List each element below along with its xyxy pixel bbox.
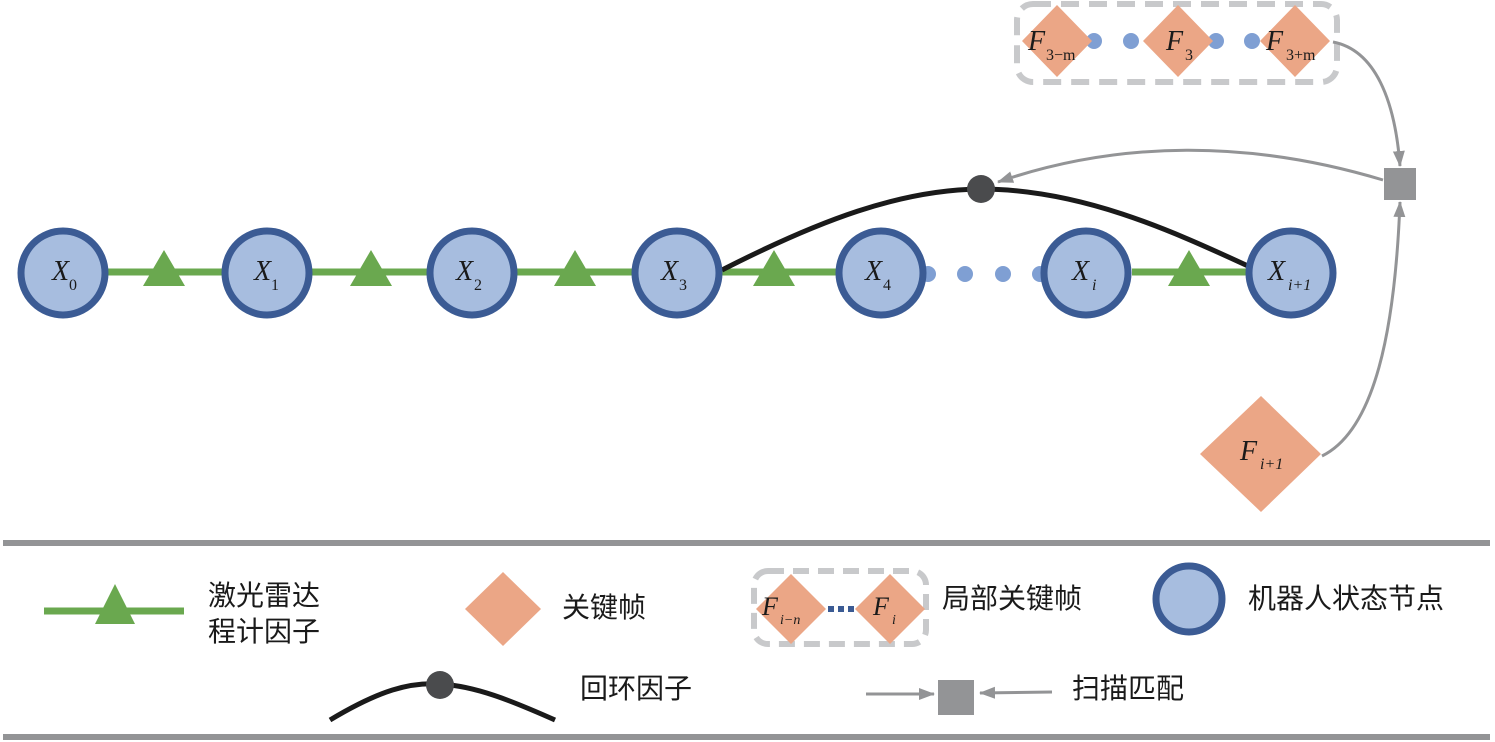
legend-label: 扫描匹配 bbox=[1072, 672, 1184, 705]
lidar-odometry-factor-icon bbox=[753, 250, 795, 286]
legend-local-keyframes: F i−n F i 局部关键帧 bbox=[751, 568, 1082, 647]
legend-scan-matching: 扫描匹配 bbox=[866, 672, 1184, 715]
keyframe-subscript: 3 bbox=[1185, 47, 1193, 64]
dot bbox=[957, 266, 973, 282]
scan-matching-square[interactable] bbox=[1384, 168, 1416, 200]
keyframe-diamond-icon bbox=[855, 574, 925, 644]
state-node-icon bbox=[1152, 562, 1226, 636]
scan-matching-square-icon bbox=[938, 680, 974, 715]
legend-label: 程计因子 bbox=[208, 615, 320, 648]
node-label: X bbox=[1071, 256, 1090, 287]
keyframe-fi-plus-1[interactable]: F i+1 bbox=[1200, 396, 1321, 512]
node-label: X bbox=[1267, 256, 1286, 287]
legend-lidar-odometry: 激光雷达 程计因子 bbox=[44, 579, 320, 648]
lidar-odometry-factor-icon bbox=[350, 250, 392, 286]
state-node-x1[interactable]: X 1 bbox=[221, 227, 313, 319]
top-divider bbox=[3, 540, 1490, 546]
node-subscript: 0 bbox=[69, 277, 77, 294]
legend-robot-state: 机器人状态节点 bbox=[1152, 562, 1444, 636]
dot bbox=[1208, 33, 1224, 49]
legend-label: 关键帧 bbox=[562, 591, 646, 624]
legend-math-sub: i−n bbox=[780, 613, 800, 628]
node-subscript: 4 bbox=[883, 277, 891, 294]
dot bbox=[1123, 33, 1139, 49]
lidar-odometry-factor-icon bbox=[143, 250, 185, 286]
state-node-x2[interactable]: X 2 bbox=[426, 227, 518, 319]
legend-label: 回环因子 bbox=[580, 672, 692, 705]
legend-keyframe: 关键帧 bbox=[465, 572, 646, 646]
keyframe-label: F bbox=[1027, 26, 1046, 57]
node-subscript: 1 bbox=[271, 277, 279, 294]
bottom-divider bbox=[3, 734, 1490, 740]
dot bbox=[1244, 33, 1260, 49]
keyframe-subscript: i+1 bbox=[1260, 456, 1283, 473]
state-node-x4[interactable]: X 4 bbox=[835, 227, 927, 319]
legend: 激光雷达 程计因子 关键帧 F i−n F i 局部关键帧 机器人状态节点 bbox=[44, 562, 1444, 723]
legend-math-sub: i bbox=[892, 613, 896, 628]
node-subscript: 3 bbox=[679, 277, 687, 294]
arrow-current-to-scan bbox=[1321, 201, 1406, 458]
node-subscript: i bbox=[1092, 277, 1096, 294]
node-label: X bbox=[51, 256, 70, 287]
keyframe-subscript: 3+m bbox=[1286, 47, 1316, 64]
local-keyframes-box-icon bbox=[751, 568, 929, 647]
keyframe-label: F bbox=[1239, 436, 1258, 467]
node-subscript: i+1 bbox=[1288, 277, 1311, 294]
legend-math: F bbox=[872, 592, 890, 621]
state-node-xi[interactable]: X i bbox=[1040, 227, 1132, 319]
keyframe-f3-minus-m[interactable]: F 3−m bbox=[1022, 5, 1092, 77]
legend-label: 局部关键帧 bbox=[942, 582, 1082, 615]
node-subscript: 2 bbox=[474, 277, 482, 294]
lidar-odometry-factor-icon bbox=[1168, 250, 1210, 286]
loop-dot-icon bbox=[426, 671, 454, 699]
keyframe-diamond-icon bbox=[756, 574, 826, 644]
loop-factor-dot[interactable] bbox=[967, 175, 995, 203]
node-label: X bbox=[864, 256, 883, 287]
local-keyframes-box bbox=[1014, 1, 1340, 85]
legend-label: 机器人状态节点 bbox=[1248, 582, 1444, 615]
keyframe-f3[interactable]: F 3 bbox=[1143, 5, 1213, 77]
node-label: X bbox=[660, 256, 679, 287]
state-node-x3[interactable]: X 3 bbox=[631, 227, 723, 319]
local-keyframe-dots bbox=[1086, 33, 1260, 49]
ellipsis-dots bbox=[920, 266, 1048, 282]
arrow-scan-to-loop bbox=[997, 148, 1384, 184]
arrow-local-to-scan bbox=[1332, 40, 1405, 167]
dot bbox=[1086, 33, 1102, 49]
legend-math: F bbox=[761, 592, 779, 621]
node-label: X bbox=[253, 256, 272, 287]
keyframe-label: F bbox=[1265, 26, 1284, 57]
node-label: X bbox=[455, 256, 474, 287]
state-node-xi-plus-1[interactable]: X i+1 bbox=[1245, 227, 1337, 319]
lidar-odometry-factor-icon bbox=[95, 584, 135, 624]
keyframe-diamond-icon bbox=[465, 572, 541, 646]
dot bbox=[995, 266, 1011, 282]
keyframe-subscript: 3−m bbox=[1046, 47, 1076, 64]
keyframe-label: F bbox=[1165, 26, 1184, 57]
lidar-odometry-factor-icon bbox=[554, 250, 596, 286]
keyframe-f3-plus-m[interactable]: F 3+m bbox=[1260, 5, 1330, 77]
legend-loop-factor: 回环因子 bbox=[328, 671, 692, 723]
arrow-left-icon bbox=[979, 686, 1053, 699]
state-node-x0[interactable]: X 0 bbox=[17, 227, 109, 319]
legend-label: 激光雷达 bbox=[208, 579, 320, 612]
odometry-edges bbox=[108, 250, 1248, 286]
